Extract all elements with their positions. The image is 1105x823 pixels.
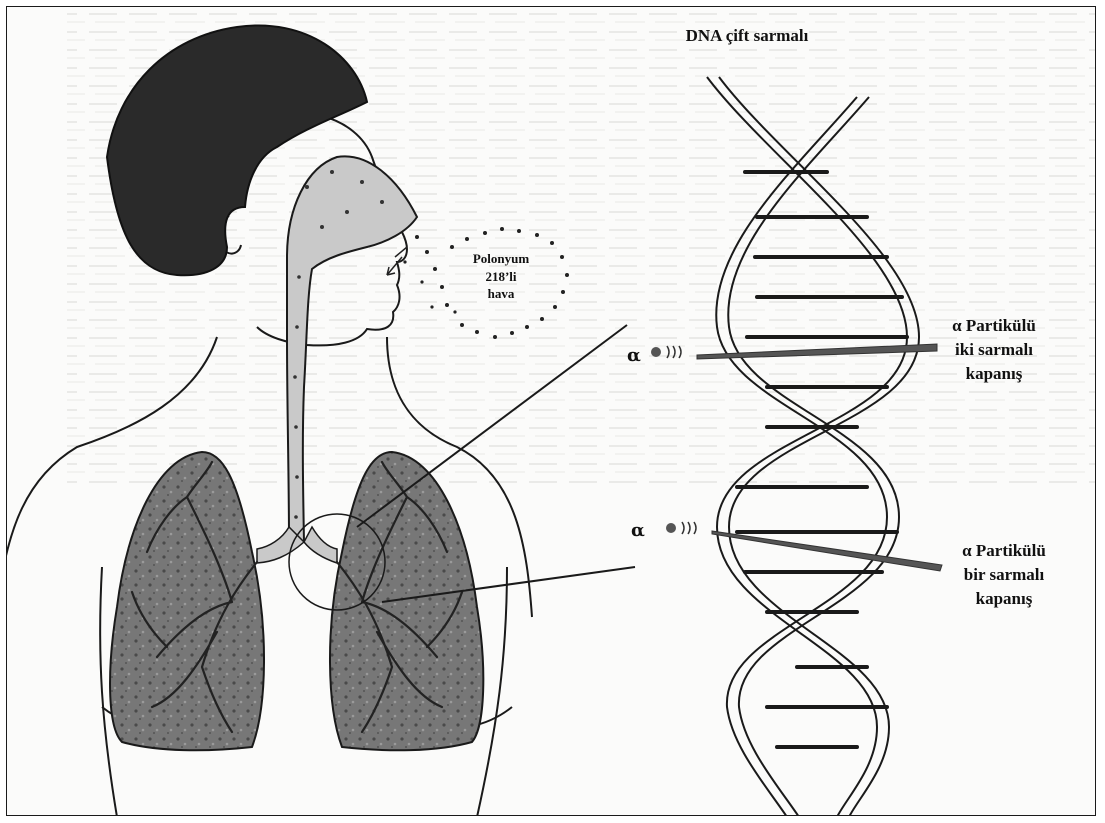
diagram-title: DNA çift sarmalı xyxy=(627,25,867,46)
single-label-line-3: kapanış xyxy=(919,587,1089,611)
alpha-track-single xyxy=(712,531,942,571)
bronchus-right xyxy=(304,527,337,563)
single-label-line-1: α Partikülü xyxy=(919,539,1089,563)
alpha-particle-1 xyxy=(651,347,661,357)
alpha-symbol-lower: α xyxy=(631,520,645,541)
single-label-line-2: bir sarmalı xyxy=(919,563,1089,587)
polonium-line-3: hava xyxy=(455,285,547,303)
alpha-particle-2 xyxy=(666,523,676,533)
single-strand-break-label: α Partikülü bir sarmalı kapanış xyxy=(919,539,1089,610)
alpha-symbol-upper: α xyxy=(627,345,641,366)
double-label-line-1: α Partikülü xyxy=(919,314,1069,338)
double-strand-break-label: α Partikülü iki sarmalı kapanış xyxy=(919,314,1069,385)
figure-frame: DNA çift sarmalı Polonyum 218’li hava α … xyxy=(6,6,1096,816)
double-label-line-2: iki sarmalı xyxy=(919,338,1069,362)
polonium-line-1: Polonyum xyxy=(455,250,547,268)
polonium-air-label: Polonyum 218’li hava xyxy=(455,250,547,303)
illustration xyxy=(7,7,1096,816)
alpha-waves-2 xyxy=(682,522,696,534)
double-label-line-3: kapanış xyxy=(919,362,1069,386)
polonium-line-2: 218’li xyxy=(455,268,547,286)
